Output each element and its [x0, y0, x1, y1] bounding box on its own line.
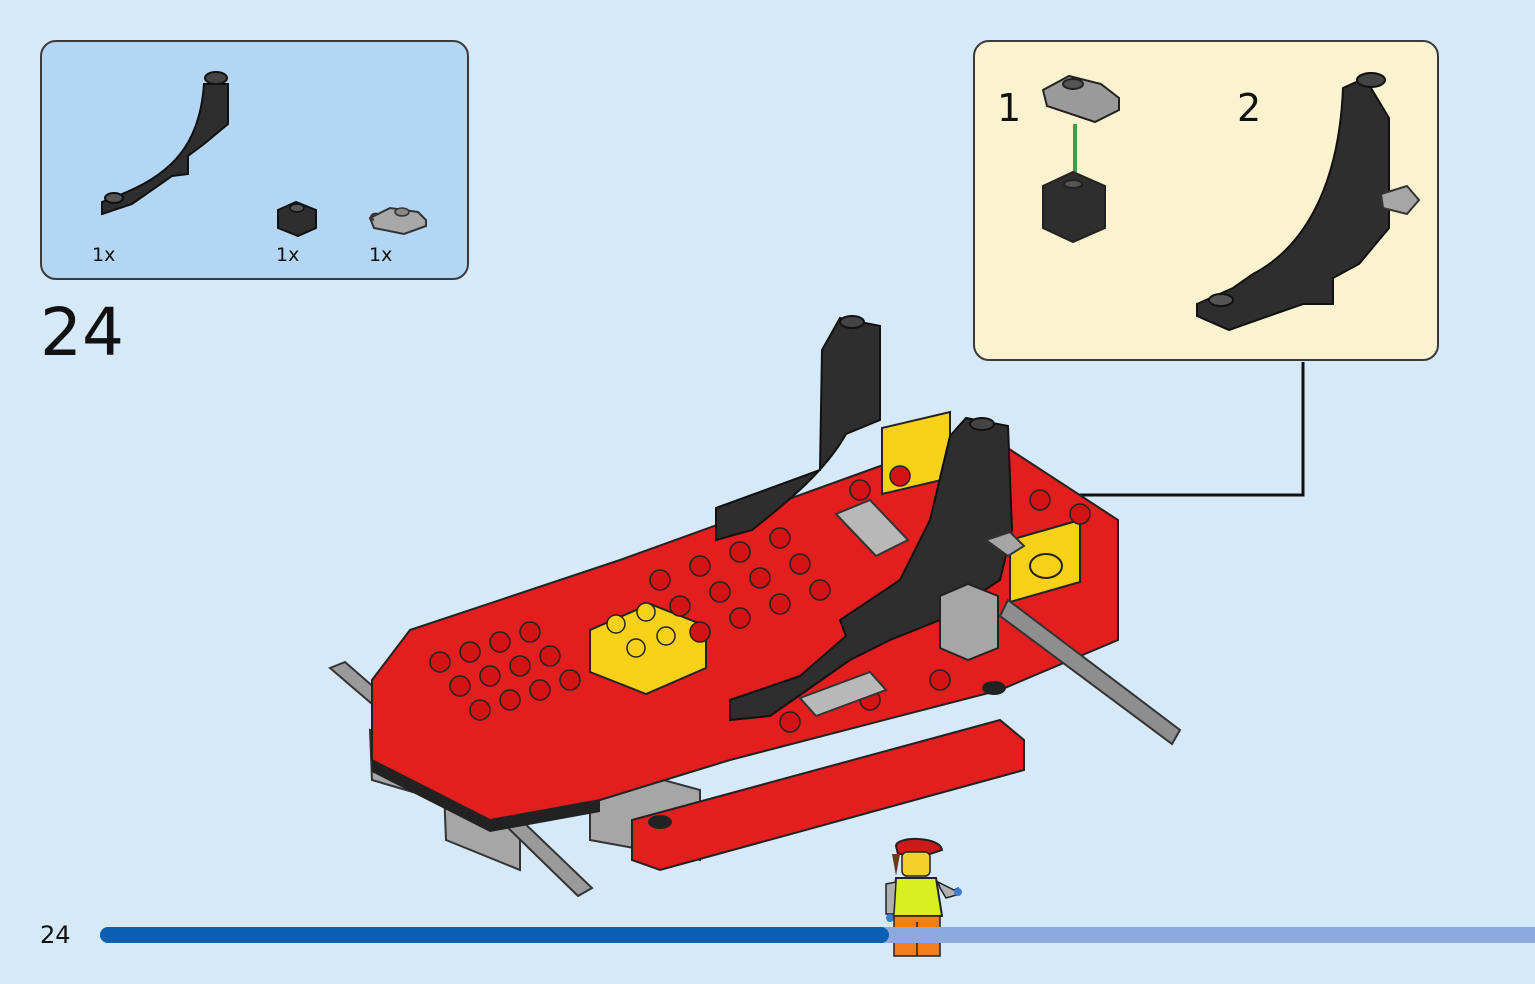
- page-number: 24: [40, 921, 71, 949]
- parts-list-panel: 1x 1x 1x: [40, 40, 469, 280]
- part-quantity: 1x: [369, 244, 393, 266]
- progress-bar-fill: [100, 927, 890, 943]
- curved-slope-with-clip-icon: [1196, 72, 1421, 332]
- substep-1-label: 1: [997, 86, 1022, 130]
- clip-plate-part-icon: [368, 206, 427, 236]
- progress-bar: [100, 927, 1535, 943]
- clip-plate-attach-icon: [1041, 74, 1120, 244]
- part-quantity: 1x: [92, 244, 116, 266]
- substep-2-label: 2: [1237, 86, 1262, 130]
- step-number: 24: [40, 294, 124, 371]
- part-quantity: 1x: [276, 244, 300, 266]
- curved-slope-part-icon: [101, 71, 229, 216]
- sub-assembly-callout: 1 2: [973, 40, 1439, 361]
- black-brick-part-icon: [277, 200, 317, 238]
